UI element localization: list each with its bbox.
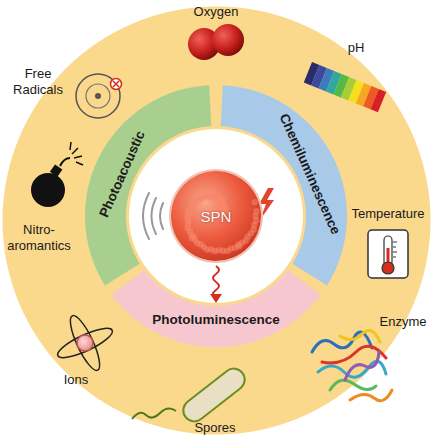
analyte-label: Spores bbox=[185, 420, 245, 436]
band-label: Photoluminescence bbox=[152, 312, 280, 327]
band-label: Chemiluminescence bbox=[277, 111, 344, 236]
oxygen-molecule bbox=[188, 24, 244, 60]
analyte-label: Temperature bbox=[346, 206, 430, 222]
inner-disc bbox=[129, 129, 303, 303]
band-label: Photoacoustic bbox=[96, 129, 148, 220]
lightning-symbol bbox=[259, 188, 274, 220]
free-radical-icon bbox=[76, 74, 122, 118]
analyte-label: Enzyme bbox=[376, 314, 430, 330]
ion-atom bbox=[54, 312, 115, 373]
nanoparticle-circle: SPN bbox=[171, 171, 261, 261]
analyte-label: Oxygen bbox=[181, 4, 251, 20]
ph-strip bbox=[304, 62, 386, 112]
analyte-label: Nitro- aromantics bbox=[3, 222, 75, 253]
thermometer-icon bbox=[368, 230, 408, 278]
node-label: SPN bbox=[201, 208, 232, 225]
emission-wave bbox=[210, 266, 222, 303]
analyte-label: pH bbox=[336, 40, 376, 56]
bomb-icon bbox=[31, 142, 83, 207]
acoustic-waves bbox=[143, 193, 163, 239]
outer-disc bbox=[3, 7, 431, 435]
analyte-label: Ions bbox=[51, 372, 101, 388]
analyte-label: Free Radicals bbox=[7, 66, 69, 97]
spore-icon bbox=[132, 364, 249, 426]
enzyme-structure bbox=[312, 330, 392, 400]
